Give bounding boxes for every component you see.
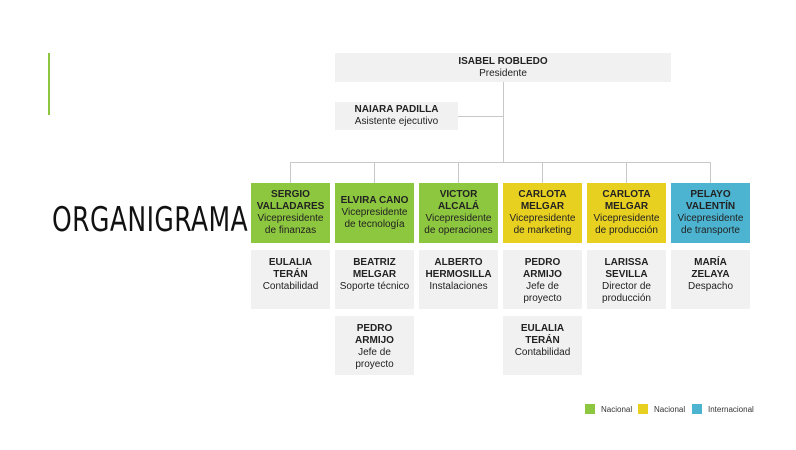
vp-role: Vicepresidente de producción	[593, 213, 660, 236]
vp-box-tecnologia: ELVIRA CANO Vicepresidente de tecnología	[335, 183, 414, 243]
staff-name: MARÍA ZELAYA	[691, 257, 730, 280]
staff-role: Director de producción	[602, 281, 651, 304]
staff-role: Despacho	[687, 281, 734, 292]
legend-item-internacional: Internacional	[692, 404, 754, 414]
connector-horizontal	[290, 162, 711, 163]
staff-box-proyecto: PEDRO ARMIJO Jefe de proyecto	[503, 250, 582, 309]
staff-box-contabilidad: EULALIA TERÁN Contabilidad	[251, 250, 330, 309]
connector-vp-3	[458, 162, 459, 183]
assistant-name: NAIARA PADILLA	[354, 104, 439, 115]
vp-box-produccion: CARLOTA MELGAR Vicepresidente de producc…	[587, 183, 666, 243]
legend-swatch	[638, 404, 648, 414]
staff-name: EULALIA TERÁN	[520, 323, 565, 346]
staff-box-produccion: LARISSA SEVILLA Director de producción	[587, 250, 666, 309]
staff-box-contabilidad-2: EULALIA TERÁN Contabilidad	[503, 316, 582, 375]
legend-label: Nacional	[601, 404, 633, 414]
staff-role: Jefe de proyecto	[523, 281, 562, 304]
vp-name: PELAYO VALENTÍN	[685, 189, 736, 212]
staff-role: Soporte técnico	[339, 281, 410, 292]
legend-label: Nacional	[654, 404, 686, 414]
accent-bar	[48, 53, 50, 115]
staff-role: Jefe de proyecto	[355, 347, 394, 370]
connector-vp-5	[626, 162, 627, 183]
vp-name: VICTOR ALCALÁ	[437, 189, 480, 212]
vp-role: Vicepresidente de transporte	[677, 213, 744, 236]
vp-box-transporte: PELAYO VALENTÍN Vicepresidente de transp…	[671, 183, 750, 243]
connector-vp-1	[290, 162, 291, 183]
staff-box-instalaciones: ALBERTO HERMOSILLA Instalaciones	[419, 250, 498, 309]
vp-name: ELVIRA CANO	[340, 195, 409, 206]
assistant-role: Asistente ejecutivo	[354, 116, 439, 127]
president-box: ISABEL ROBLEDO Presidente	[335, 53, 671, 82]
staff-role: Instalaciones	[429, 281, 488, 292]
connector-vp-6	[710, 162, 711, 183]
staff-box-despacho: MARÍA ZELAYA Despacho	[671, 250, 750, 309]
legend-item-nacional-green: Nacional	[585, 404, 632, 414]
staff-box-proyecto-2: PEDRO ARMIJO Jefe de proyecto	[335, 316, 414, 375]
staff-role: Contabilidad	[262, 281, 319, 292]
vp-role: Vicepresidente de finanzas	[257, 213, 324, 236]
staff-name: PEDRO ARMIJO	[523, 257, 562, 280]
staff-name: LARISSA SEVILLA	[604, 257, 649, 280]
vp-box-finanzas: SERGIO VALLADARES Vicepresidente de fina…	[251, 183, 330, 243]
vp-name: CARLOTA MELGAR	[518, 189, 567, 212]
vp-role: Vicepresidente de marketing	[509, 213, 576, 236]
staff-role: Contabilidad	[514, 347, 571, 358]
staff-name: ALBERTO HERMOSILLA	[425, 257, 492, 280]
staff-box-soporte: BEATRIZ MELGAR Soporte técnico	[335, 250, 414, 309]
connector-vp-2	[374, 162, 375, 183]
president-name: ISABEL ROBLEDO	[458, 55, 548, 67]
assistant-box: NAIARA PADILLA Asistente ejecutivo	[335, 102, 458, 130]
legend-swatch	[585, 404, 595, 414]
connector-assistant	[458, 116, 503, 117]
vp-box-operaciones: VICTOR ALCALÁ Vicepresidente de operacio…	[419, 183, 498, 243]
staff-name: BEATRIZ MELGAR	[352, 257, 397, 280]
staff-name: PEDRO ARMIJO	[355, 323, 394, 346]
vp-role: Vicepresidente de tecnología	[341, 207, 408, 230]
vp-role: Vicepresidente de operaciones	[424, 213, 493, 236]
connector-trunk	[503, 82, 504, 162]
connector-vp-4	[542, 162, 543, 183]
legend-item-nacional-yellow: Nacional	[638, 404, 685, 414]
vp-name: SERGIO VALLADARES	[256, 189, 325, 212]
legend-label: Internacional	[708, 404, 754, 414]
staff-name: EULALIA TERÁN	[268, 257, 313, 280]
vp-name: CARLOTA MELGAR	[602, 189, 651, 212]
president-role: Presidente	[479, 67, 527, 79]
vp-box-marketing: CARLOTA MELGAR Vicepresidente de marketi…	[503, 183, 582, 243]
legend-swatch	[692, 404, 702, 414]
page-title: ORGANIGRAMA	[52, 200, 249, 240]
